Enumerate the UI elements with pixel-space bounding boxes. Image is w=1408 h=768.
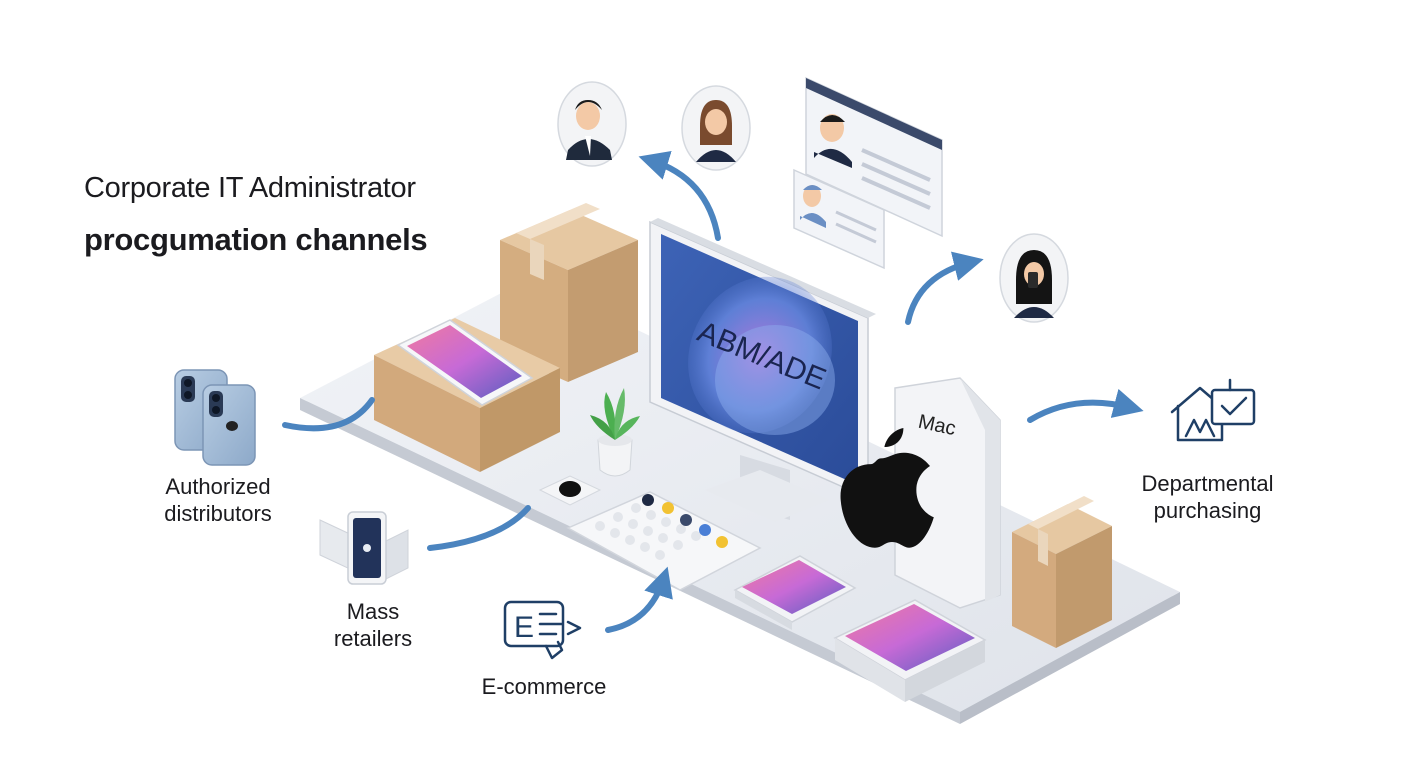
apple-logo-icon bbox=[538, 475, 602, 506]
arrow-departmental bbox=[1027, 388, 1144, 423]
home-check-icon bbox=[1170, 378, 1256, 442]
user-avatar-man-icon bbox=[557, 81, 627, 167]
arrow-ecommerce bbox=[605, 566, 673, 633]
e-commerce-icon: E bbox=[503, 600, 582, 660]
ipad-device-1 bbox=[733, 555, 857, 630]
svg-text:E: E bbox=[514, 611, 534, 644]
arrow-to-avatar-phone bbox=[905, 251, 984, 325]
user-avatar-woman-icon bbox=[681, 85, 751, 171]
plant-icon bbox=[590, 388, 640, 477]
channel-mass-label: Mass retailers bbox=[333, 599, 413, 651]
header-title-line1: Corporate IT Administrator bbox=[84, 172, 416, 204]
profile-card-icon bbox=[805, 76, 943, 238]
id-card-icon bbox=[793, 168, 885, 270]
iphone-icon bbox=[174, 369, 256, 466]
arrow-mass bbox=[427, 505, 531, 551]
channel-authorized-label: Authorized distributors bbox=[164, 474, 272, 526]
imac-monitor: ABM/ADE bbox=[649, 218, 876, 522]
arrow-to-avatar-1 bbox=[638, 151, 721, 241]
arrow-authorized bbox=[282, 397, 375, 432]
mac-device: Mac bbox=[840, 377, 1001, 609]
ipad-device-2 bbox=[833, 599, 987, 702]
cardboard-box-back bbox=[500, 203, 638, 382]
flow-arrows bbox=[282, 151, 1144, 633]
keyboard-icon bbox=[566, 491, 762, 591]
ipad-stand-icon bbox=[319, 511, 409, 585]
channel-departmental-label: Departmental purchasing bbox=[1141, 471, 1274, 523]
cardboard-box-tablet bbox=[374, 318, 560, 472]
header-title-line2: procgumation channels bbox=[84, 222, 428, 257]
apple-logo-icon bbox=[840, 428, 934, 548]
cardboard-box-right bbox=[1012, 496, 1112, 648]
user-avatar-phone-icon bbox=[999, 233, 1069, 323]
channel-ecommerce-label: E-commerce bbox=[481, 674, 607, 699]
tablet-device bbox=[396, 319, 534, 406]
